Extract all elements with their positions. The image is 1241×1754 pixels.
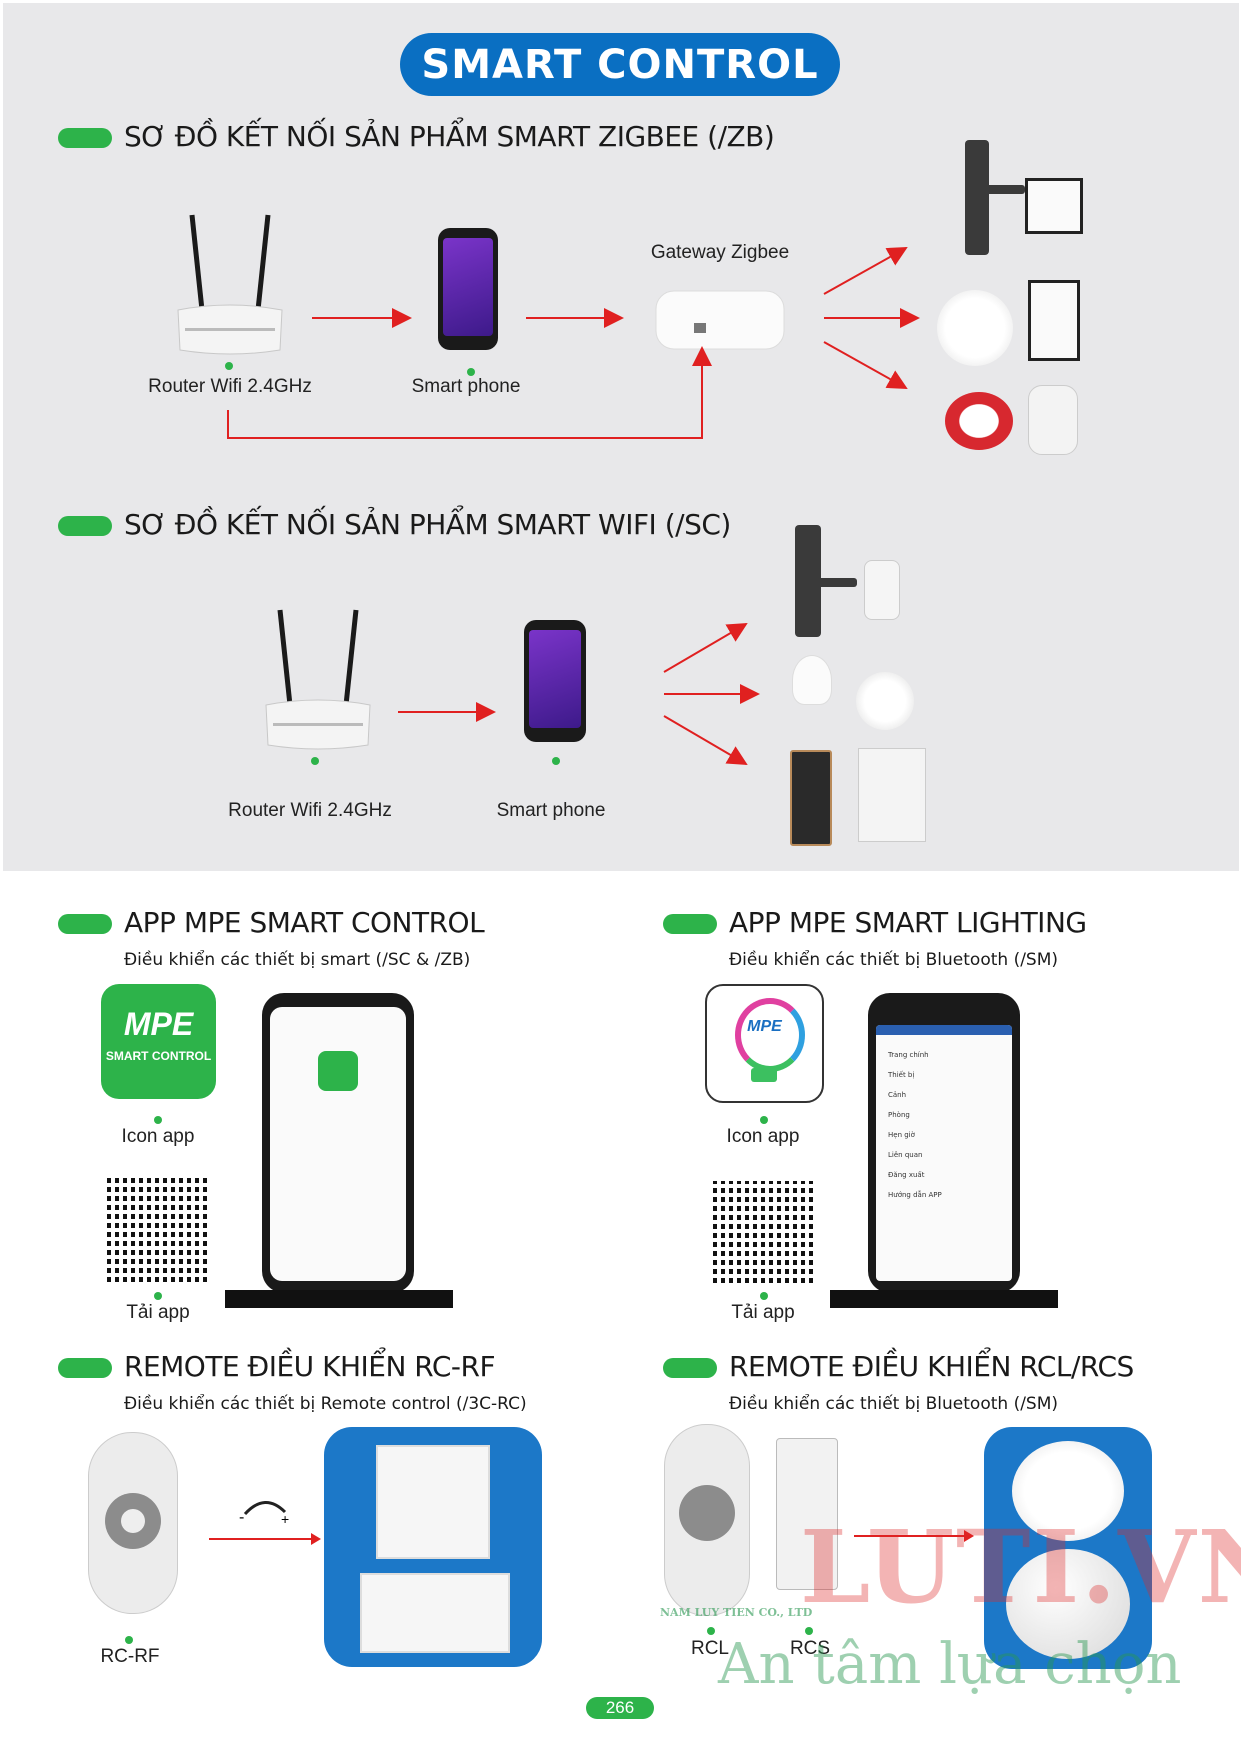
downlight-image [1012, 1441, 1124, 1541]
gateway-image [655, 290, 785, 350]
status-dot [154, 1116, 162, 1124]
button-image [1028, 385, 1078, 455]
square-panel-image [376, 1445, 490, 1559]
menu-item: Thiết bị [888, 1071, 915, 1079]
status-dot [154, 1292, 162, 1300]
router-label: Router Wifi 2.4GHz [228, 800, 392, 821]
status-dot [125, 1636, 133, 1644]
phone-stand [225, 1290, 453, 1308]
downlight-image [937, 290, 1013, 366]
router-image [177, 214, 283, 355]
qr-code[interactable] [107, 1178, 211, 1282]
status-dot [760, 1292, 768, 1300]
wifi-switch-image [790, 750, 832, 846]
menu-item: Trang chính [888, 1051, 929, 1059]
watermark-slogan: An tâm lựa chọn [718, 1632, 1182, 1697]
status-dot [805, 1627, 813, 1635]
zigbee-heading: SƠ ĐỒ KẾT NỐI SẢN PHẨM SMART ZIGBEE (/ZB… [124, 120, 775, 153]
section-marker [58, 516, 112, 536]
phone-mockup [262, 993, 414, 1293]
watermark-brand: LUTI.VN [800, 1508, 1241, 1626]
svg-text:+: + [281, 1511, 289, 1527]
section-marker [58, 1358, 112, 1378]
menu-item: Cảnh [888, 1091, 907, 1099]
section-marker [663, 914, 717, 934]
ceiling-light-image [1006, 1549, 1130, 1659]
app-logo-text: MPE [123, 1006, 194, 1042]
lighting-logo-text: MPE [747, 1018, 782, 1035]
zigbee-switch-image [1025, 178, 1083, 234]
qr-code[interactable] [713, 1181, 815, 1283]
download-app-label: Tải app [126, 1302, 190, 1323]
smart-bulb-image [792, 655, 832, 705]
status-dot [760, 1116, 768, 1124]
door-sensor-image [864, 560, 900, 620]
downlight-card [984, 1427, 1152, 1669]
gateway-label: Gateway Zigbee [650, 242, 790, 263]
section-marker [663, 1358, 717, 1378]
menu-item: Hẹn giờ [888, 1131, 915, 1139]
motion-sensor-image [856, 672, 914, 730]
mpe-smart-control-app-icon[interactable]: MPE SMART CONTROL [101, 984, 216, 1099]
icon-app-label: Icon app [121, 1126, 195, 1147]
router-image [265, 609, 371, 750]
router-label: Router Wifi 2.4GHz [148, 376, 312, 397]
wifi-heading: SƠ ĐỒ KẾT NỐI SẢN PHẨM SMART WIFI (/SC) [124, 508, 731, 541]
remote-rf-heading: REMOTE ĐIỀU KHIỂN RC-RF [124, 1350, 496, 1383]
status-dot [707, 1627, 715, 1635]
smart-lock-image [965, 140, 989, 255]
panel-light-card [324, 1427, 542, 1667]
page-number: 266 [586, 1697, 654, 1719]
app-lighting-heading: APP MPE SMART LIGHTING [729, 906, 1087, 939]
svg-text:-: - [239, 1509, 244, 1526]
rcl-label: RCL [690, 1638, 729, 1659]
menu-item: Liên quan [888, 1151, 923, 1159]
page-title: SMART CONTROL [400, 33, 840, 96]
app-lighting-subtitle: Điều khiển các thiết bị Bluetooth (/SM) [729, 950, 1059, 970]
section-marker [58, 914, 112, 934]
lock-handle [985, 185, 1025, 194]
remote-rcl-subtitle: Điều khiển các thiết bị Bluetooth (/SM) [729, 1394, 1059, 1414]
menu-item: Hướng dẫn APP [888, 1191, 942, 1199]
app-control-heading: APP MPE SMART CONTROL [124, 906, 485, 939]
remote-rf-subtitle: Điều khiển các thiết bị Remote control (… [124, 1394, 527, 1414]
phone-mockup: Trang chính Thiết bị Cảnh Phòng Hẹn giờ … [868, 993, 1020, 1293]
menu-item: Phòng [888, 1111, 910, 1119]
smartphone-image [524, 620, 586, 742]
lock-handle [815, 578, 857, 587]
zigbee-switch-3g-image [1028, 280, 1080, 361]
status-dot [225, 362, 233, 370]
download-app-label: Tải app [731, 1302, 795, 1323]
pairing-arrow [854, 1530, 974, 1542]
app-logo-sub: SMART CONTROL [105, 1049, 212, 1063]
mpe-smart-lighting-app-icon[interactable]: MPE [705, 984, 824, 1103]
phone-label: Smart phone [411, 376, 521, 397]
phone-label: Smart phone [496, 800, 606, 821]
zigbee-arrows [227, 247, 920, 766]
phone-stand [830, 1290, 1058, 1308]
rc-rf-label: RC-RF [100, 1646, 160, 1667]
rcs-remote-image [776, 1438, 838, 1590]
section-marker [58, 128, 112, 148]
status-dot [552, 757, 560, 765]
smartphone-image [438, 228, 498, 350]
rc-rf-remote-image [88, 1432, 178, 1614]
pairing-arrow: - + [209, 1501, 321, 1545]
icon-app-label: Icon app [726, 1126, 800, 1147]
remote-rcl-heading: REMOTE ĐIỀU KHIỂN RCL/RCS [729, 1350, 1134, 1383]
status-dot [467, 368, 475, 376]
menu-item: Đăng xuất [888, 1171, 925, 1179]
rect-panel-image [360, 1573, 510, 1653]
rcs-label: RCS [789, 1638, 831, 1659]
status-dot [311, 757, 319, 765]
rcl-remote-image [664, 1424, 750, 1616]
app-control-subtitle: Điều khiển các thiết bị smart (/SC & /ZB… [124, 950, 471, 970]
wifi-socket-image [858, 748, 926, 842]
watermark-company: NAM LUY TIEN CO., LTD [660, 1606, 813, 1619]
siren-image [945, 392, 1013, 450]
